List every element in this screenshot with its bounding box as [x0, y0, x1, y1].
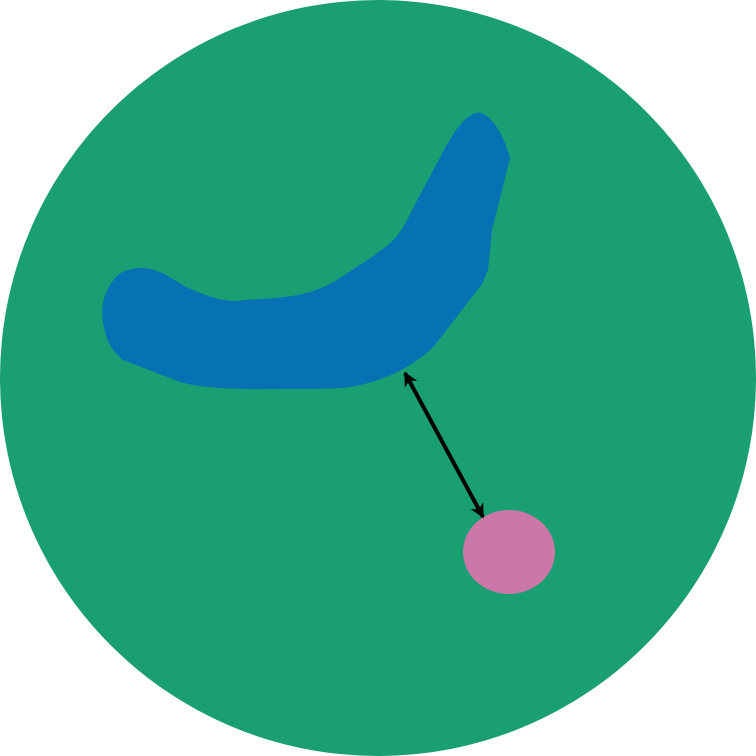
small-oval — [463, 510, 555, 594]
double-arrow — [403, 371, 485, 519]
elongated-shape — [102, 112, 511, 390]
